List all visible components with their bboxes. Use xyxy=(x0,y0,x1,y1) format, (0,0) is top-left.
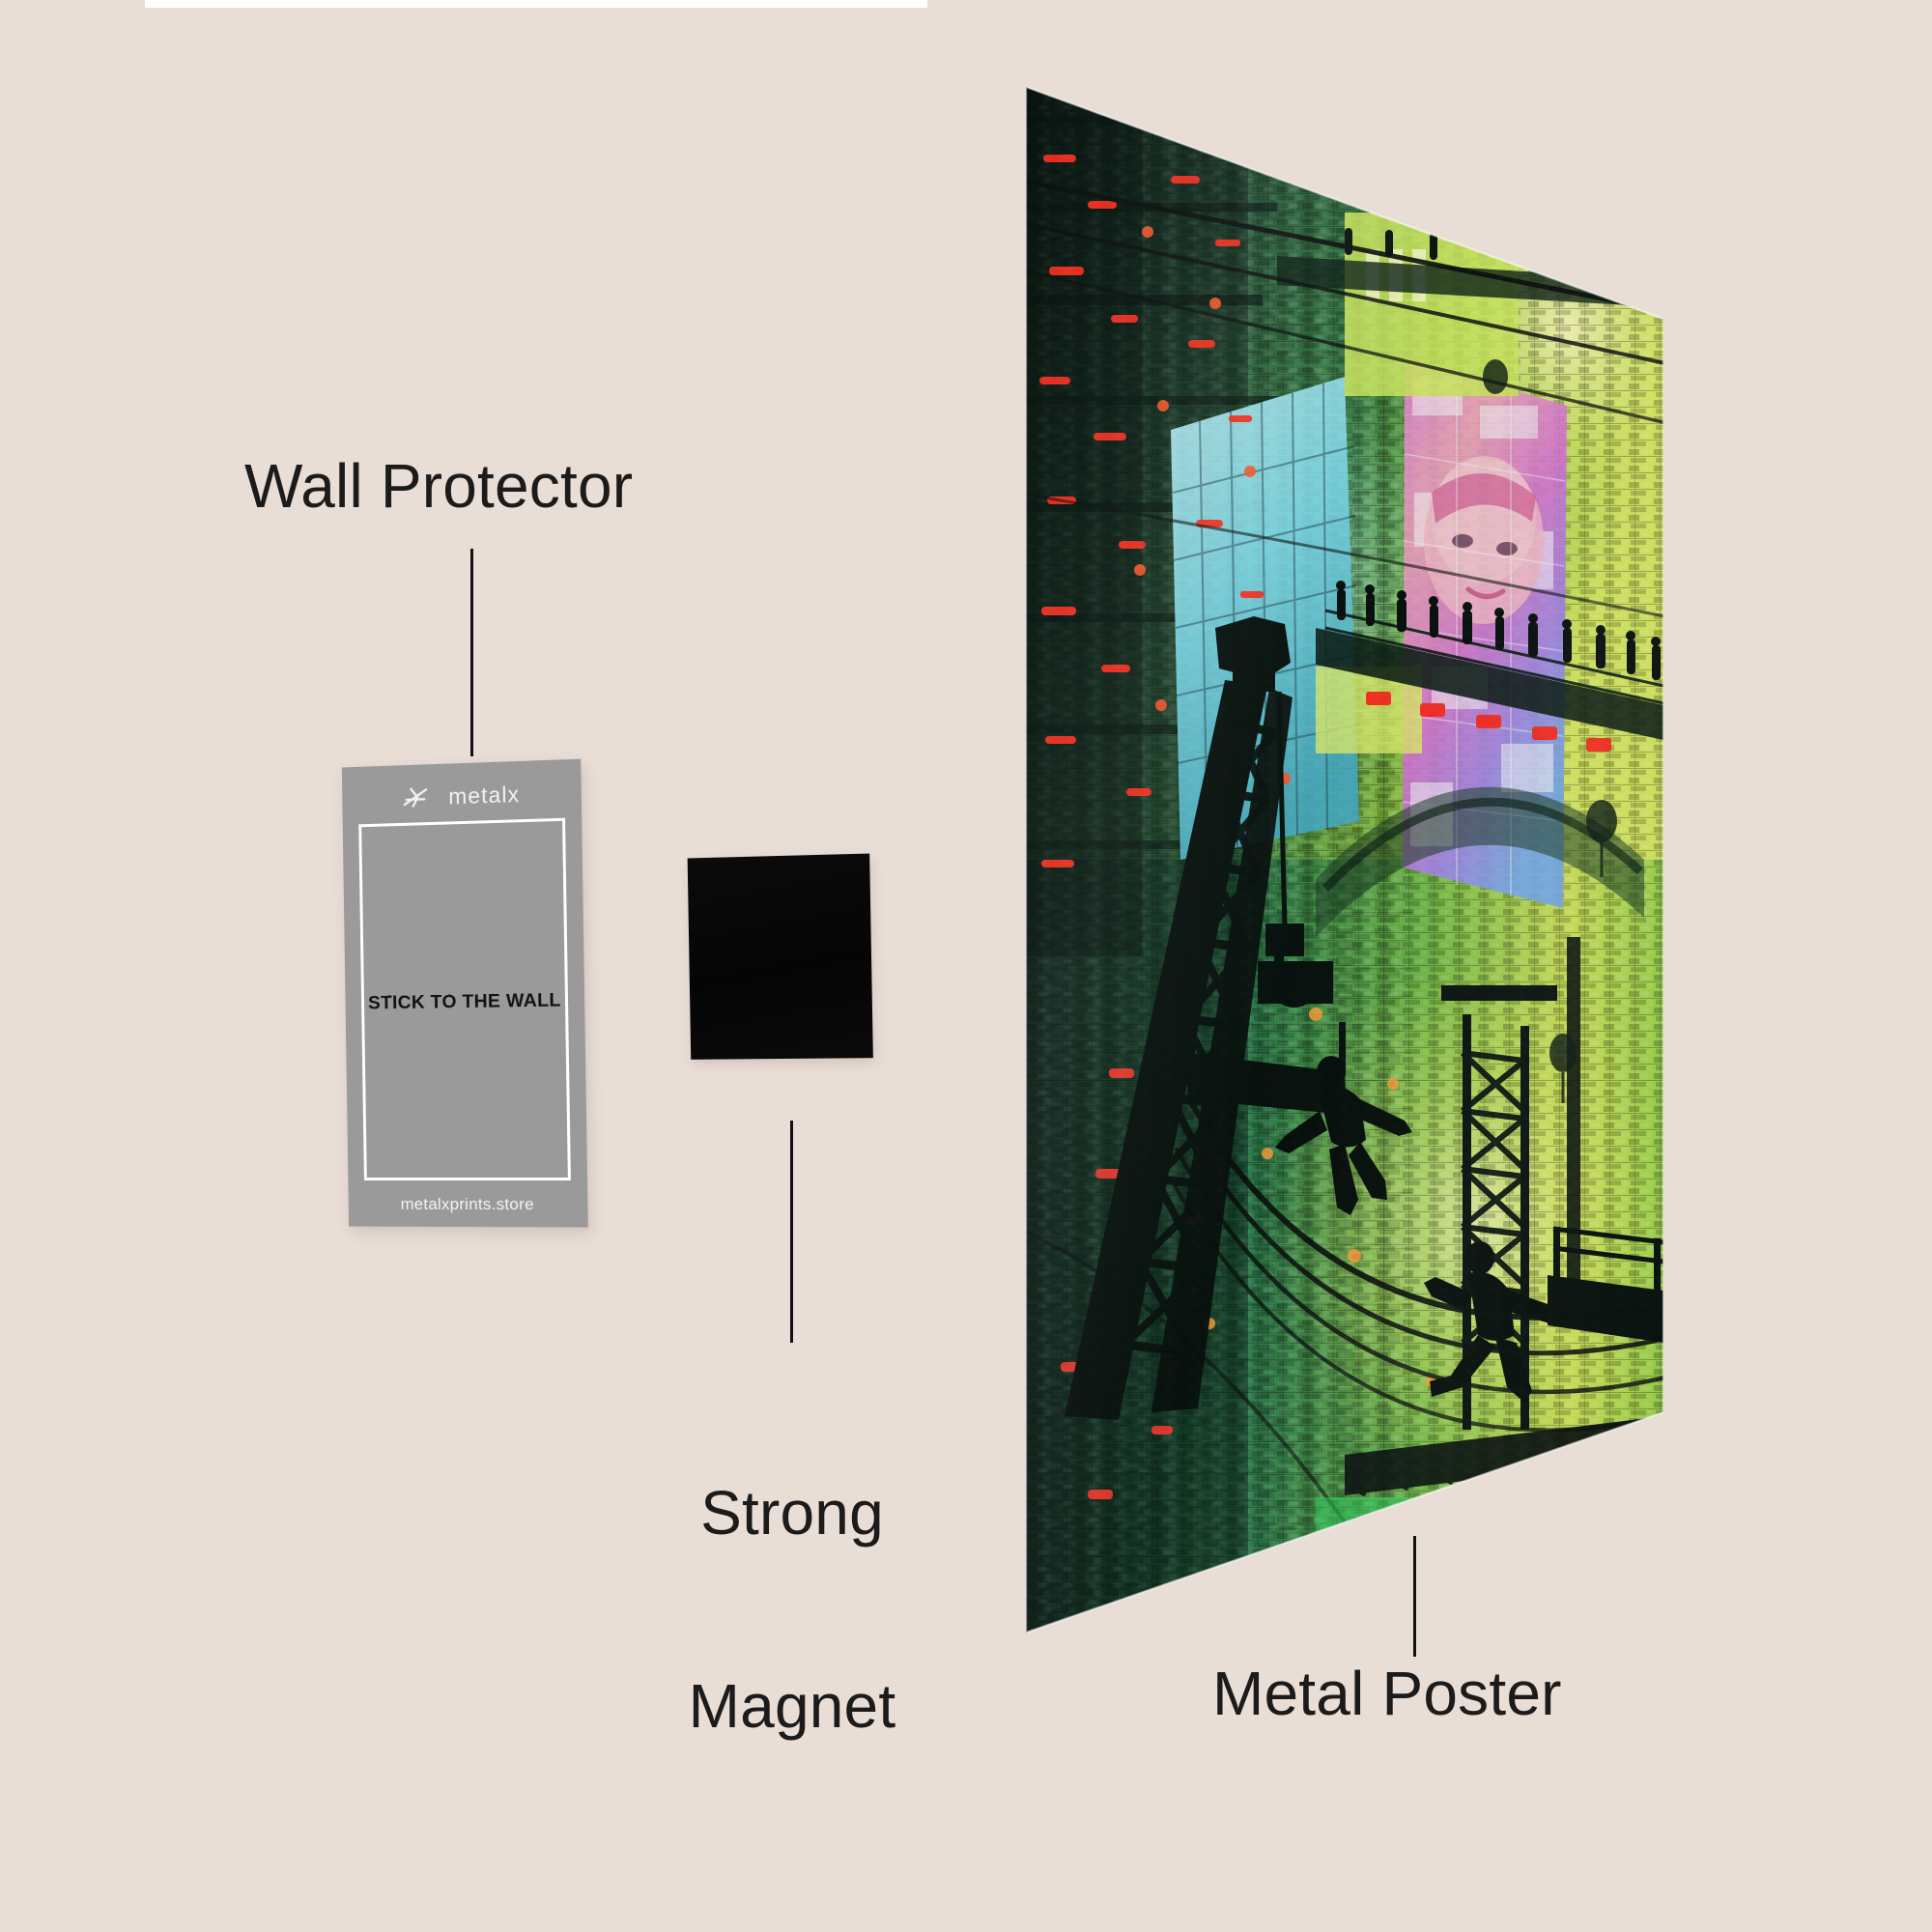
strong-magnet-tile xyxy=(687,853,873,1060)
metal-poster xyxy=(1026,87,1663,1633)
callout-label-wall-protector: Wall Protector xyxy=(244,451,634,521)
brand-logo: metalx xyxy=(342,776,582,816)
callout-label-metal-poster: Metal Poster xyxy=(1212,1659,1562,1728)
card-store-url: metalxprints.store xyxy=(400,1194,535,1214)
callout-label-strong-magnet-line1: Strong xyxy=(700,1478,884,1548)
poster-artwork xyxy=(1026,87,1663,1633)
leader-line-wall-protector xyxy=(470,549,473,756)
callout-label-strong-magnet-line2: Magnet xyxy=(688,1670,896,1741)
card-headline: STICK TO THE WALL xyxy=(367,989,561,1014)
metalx-mark-icon xyxy=(402,784,440,810)
callout-label-strong-magnet: Strong Magnet xyxy=(676,1352,908,1866)
leader-line-metal-poster xyxy=(1413,1536,1416,1657)
wall-protector-card-face: metalx STICK TO THE WALL metalxprints.st… xyxy=(341,758,588,1228)
wall-protector-card: metalx STICK TO THE WALL metalxprints.st… xyxy=(341,758,588,1228)
poster-artwork-illustration xyxy=(1026,87,1663,1633)
page-top-strip xyxy=(145,0,927,8)
leader-line-strong-magnet xyxy=(790,1121,793,1343)
brand-wordmark: metalx xyxy=(448,781,521,809)
